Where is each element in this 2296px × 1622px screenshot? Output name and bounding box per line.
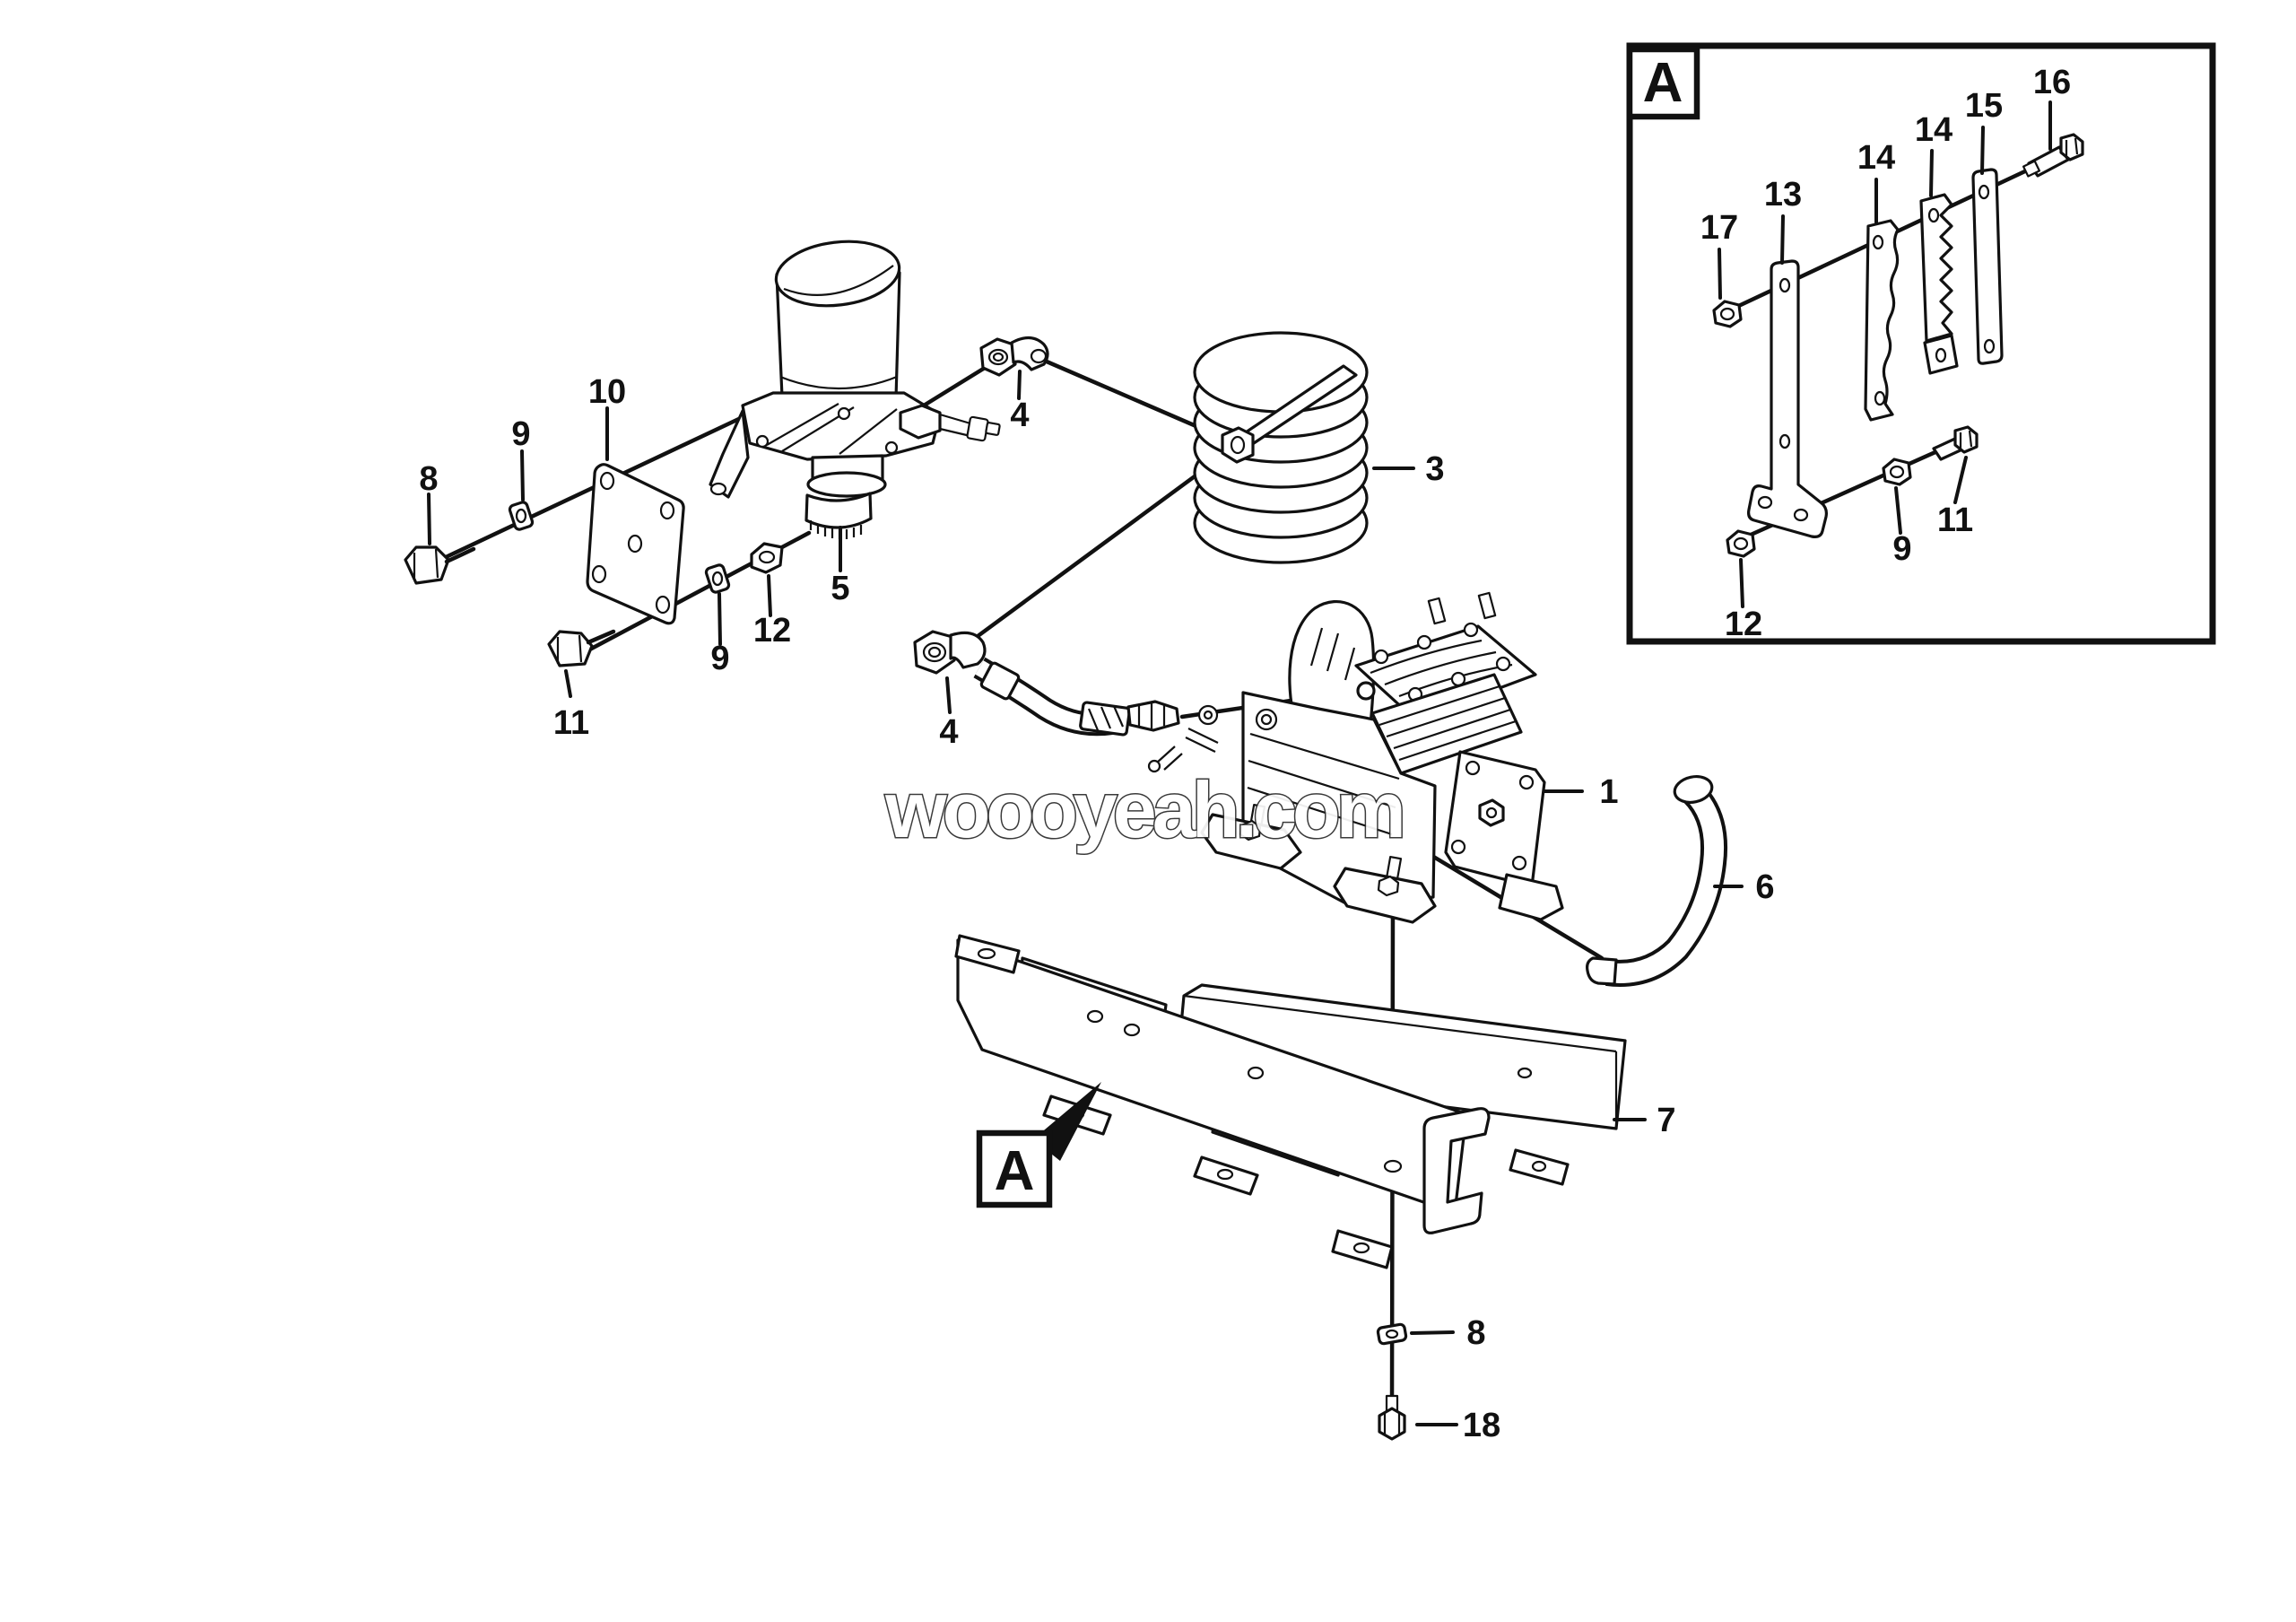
inset-strip-14-second (1919, 193, 1959, 375)
detail-marker-a: A (976, 1082, 1101, 1208)
inset-bolt-16 (2022, 133, 2084, 178)
watermark: woooyeah.com (884, 765, 1402, 854)
inset-nut-9 (1882, 458, 1912, 486)
callout-11-plate-bolt: 11 (553, 704, 589, 742)
inset-strip-14-first (1864, 219, 1900, 422)
air-dryer (709, 240, 1001, 539)
bolt-18 (1378, 1394, 1406, 1441)
discharge-hose (973, 657, 1180, 737)
callout-13-inset: 13 (1764, 176, 1802, 214)
callout-6-hose: 6 (1755, 868, 1774, 906)
nut-12 (750, 542, 784, 574)
callout-16-inset: 16 (2033, 64, 2071, 101)
callout-10-plate: 10 (588, 373, 626, 411)
inset-bracket-13 (1747, 259, 1828, 538)
callout-18-bolt: 18 (1463, 1407, 1500, 1444)
washer-9-upper (508, 501, 535, 531)
callout-11-inset: 11 (1937, 501, 1973, 539)
callout-1-compressor: 1 (1599, 773, 1618, 811)
inset-nut-17 (1712, 300, 1743, 328)
callout-12-inset: 12 (1725, 606, 1762, 643)
bolt-8 (404, 545, 476, 585)
detail-marker-letter: A (995, 1140, 1035, 1202)
callout-9-inset: 9 (1892, 530, 1911, 568)
callout-15-inset: 15 (1965, 87, 2003, 125)
outlet-hose (1586, 775, 1728, 987)
inset-nut-12 (1726, 529, 1756, 558)
callout-leader-lines (427, 370, 1744, 1426)
callout-8-dryer: 8 (419, 460, 438, 498)
washer-9-lower (704, 563, 731, 594)
callout-17-inset: 17 (1700, 209, 1738, 247)
callout-12-nut: 12 (753, 612, 791, 650)
dryer-mounting-plate (586, 463, 685, 625)
callout-3-coil: 3 (1425, 450, 1444, 488)
compressor (1147, 591, 1564, 924)
inset-bolt-11 (1932, 425, 1979, 461)
callout-labels: 8 9 10 11 9 12 5 4 3 4 1 6 7 8 18 17 13 … (419, 64, 2071, 1444)
mounting-bracket (954, 934, 1627, 1269)
washer-8 (1376, 1322, 1408, 1346)
detail-inset: A (1626, 42, 2216, 645)
callout-5-air-dryer: 5 (831, 570, 849, 607)
callout-14-inset-first: 14 (1857, 139, 1895, 177)
callout-8-washer: 8 (1466, 1314, 1485, 1352)
bolt-11 (547, 629, 616, 667)
elbow-fitting-lower (913, 630, 987, 675)
callout-9-dryer-upper: 9 (511, 415, 530, 453)
callout-14-inset-second: 14 (1915, 111, 1952, 149)
elbow-fitting-upper (979, 336, 1049, 377)
callout-4-elbow-upper: 4 (1010, 397, 1029, 434)
callout-9-dryer-lower: 9 (710, 640, 729, 677)
callout-4-elbow-lower: 4 (939, 713, 958, 751)
inset-strip-15 (1971, 168, 2004, 365)
callout-7-bracket: 7 (1657, 1102, 1675, 1139)
coiled-pipe (1193, 331, 1369, 564)
inset-letter: A (1643, 52, 1683, 114)
